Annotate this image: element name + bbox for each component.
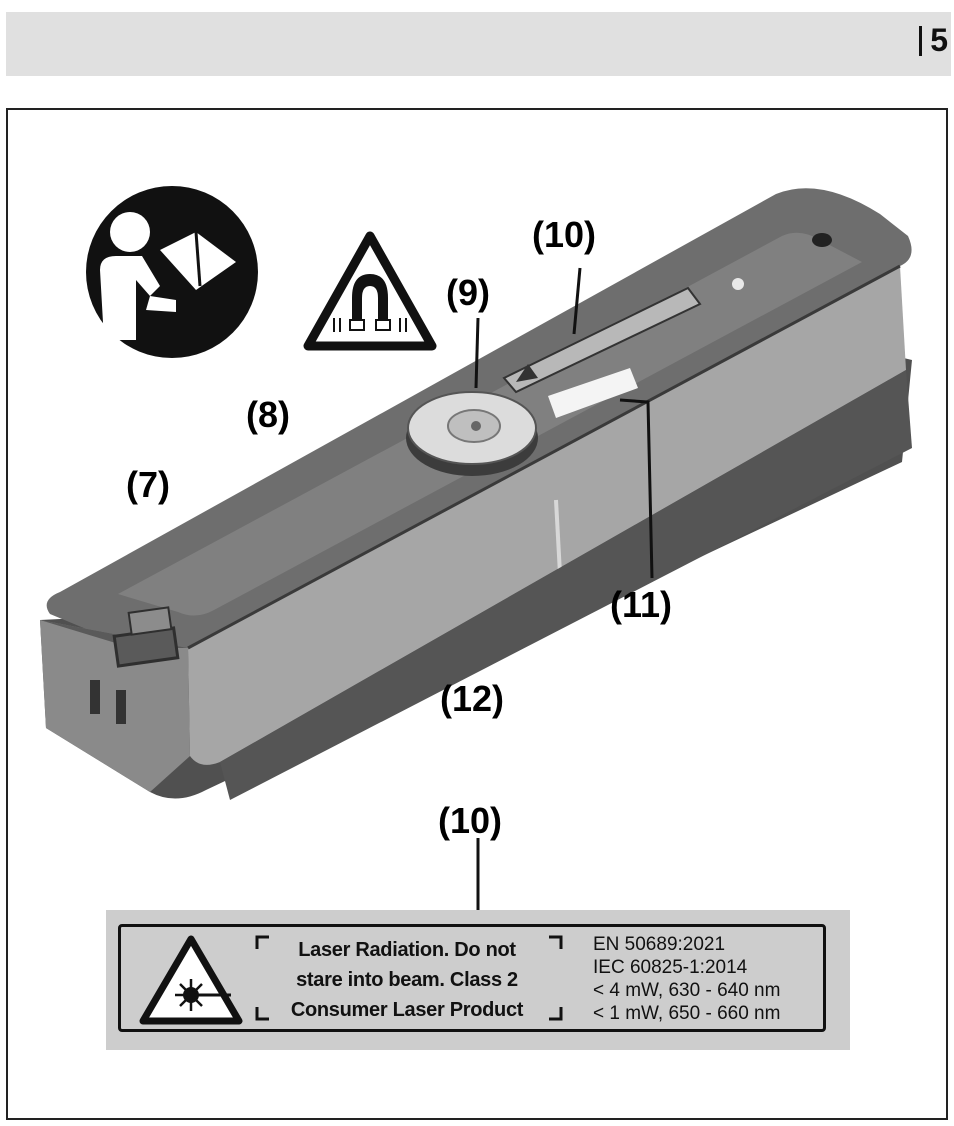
laser-label-plate: Laser Radiation. Do not stare into beam.… — [106, 910, 850, 1050]
device-body — [40, 188, 912, 800]
laser-label-border: Laser Radiation. Do not stare into beam.… — [118, 924, 826, 1032]
header-bar — [6, 12, 951, 76]
laser-spec-line-3: < 4 mW, 630 - 640 nm — [593, 980, 781, 1001]
laser-warning-text: Laser Radiation. Do not stare into beam.… — [262, 935, 552, 1025]
laser-warning-line-2: stare into beam. Class 2 — [296, 969, 518, 991]
page-number-text: 5 — [930, 22, 948, 58]
callout-11: (11) — [610, 584, 673, 625]
laser-warning-line-1: Laser Radiation. Do not — [298, 939, 516, 961]
warning-text-brackets — [255, 935, 563, 1021]
laser-spec-line-4: < 1 mW, 650 - 660 nm — [593, 1003, 781, 1024]
callout-8: (8) — [246, 394, 290, 435]
read-manual-icon — [86, 186, 258, 358]
magnet-warning-icon — [303, 231, 437, 351]
laser-warning-icon — [139, 935, 243, 1025]
laser-spec-line-1: EN 50689:2021 — [593, 934, 726, 955]
page-number: 5 — [919, 22, 948, 59]
callout-7: (7) — [126, 464, 170, 505]
callout-9: (9) — [446, 272, 490, 313]
callout-10-bottom: (10) — [438, 800, 503, 841]
laser-spec-line-2: IEC 60825-1:2014 — [593, 957, 748, 978]
callout-10-top: (10) — [532, 214, 597, 255]
callout-12: (12) — [440, 678, 505, 719]
figure-frame — [6, 108, 948, 1120]
laser-spec-text: EN 50689:2021 IEC 60825-1:2014 < 4 mW, 6… — [593, 933, 780, 1025]
page-number-separator — [919, 25, 923, 56]
laser-warning-line-3: Consumer Laser Product — [290, 999, 524, 1021]
